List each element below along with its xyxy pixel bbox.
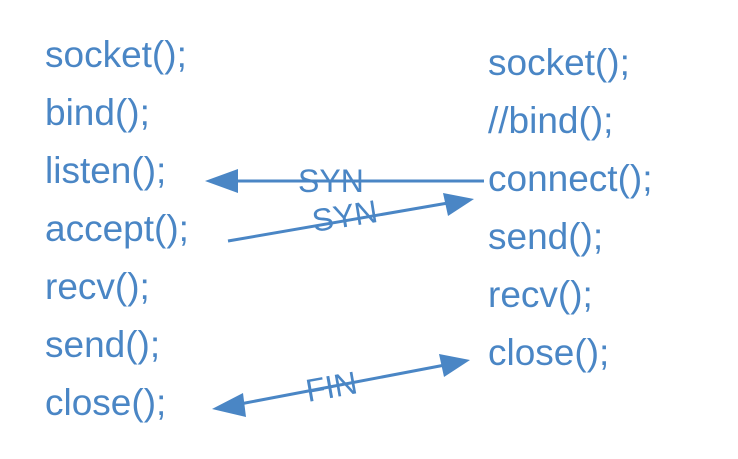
server-call-list: socket(); bind(); listen(); accept(); re… [45, 26, 189, 432]
syn-label-left: SYN [298, 163, 364, 199]
client-call-bind-commented: //bind(); [488, 100, 614, 141]
syn-arrow-to-listen: SYN [205, 163, 484, 199]
fin-arrow-bidirectional: FIN [212, 354, 470, 417]
client-call-socket: socket(); [488, 42, 630, 83]
server-call-bind: bind(); [45, 92, 150, 133]
server-call-recv: recv(); [45, 266, 150, 307]
syn-label-right: SYN [309, 193, 380, 239]
server-call-send: send(); [45, 324, 161, 365]
client-call-recv: recv(); [488, 274, 593, 315]
client-call-send: send(); [488, 216, 604, 257]
syn-arrow-to-connect: SYN [227, 193, 474, 243]
fin-label: FIN [303, 364, 360, 408]
client-call-list: socket(); //bind(); connect(); send(); r… [488, 34, 653, 382]
server-call-close: close(); [45, 382, 167, 423]
client-call-connect: connect(); [488, 158, 653, 199]
server-call-accept: accept(); [45, 208, 189, 249]
server-call-socket: socket(); [45, 34, 187, 75]
server-call-listen: listen(); [45, 150, 167, 191]
client-call-close: close(); [488, 332, 610, 373]
